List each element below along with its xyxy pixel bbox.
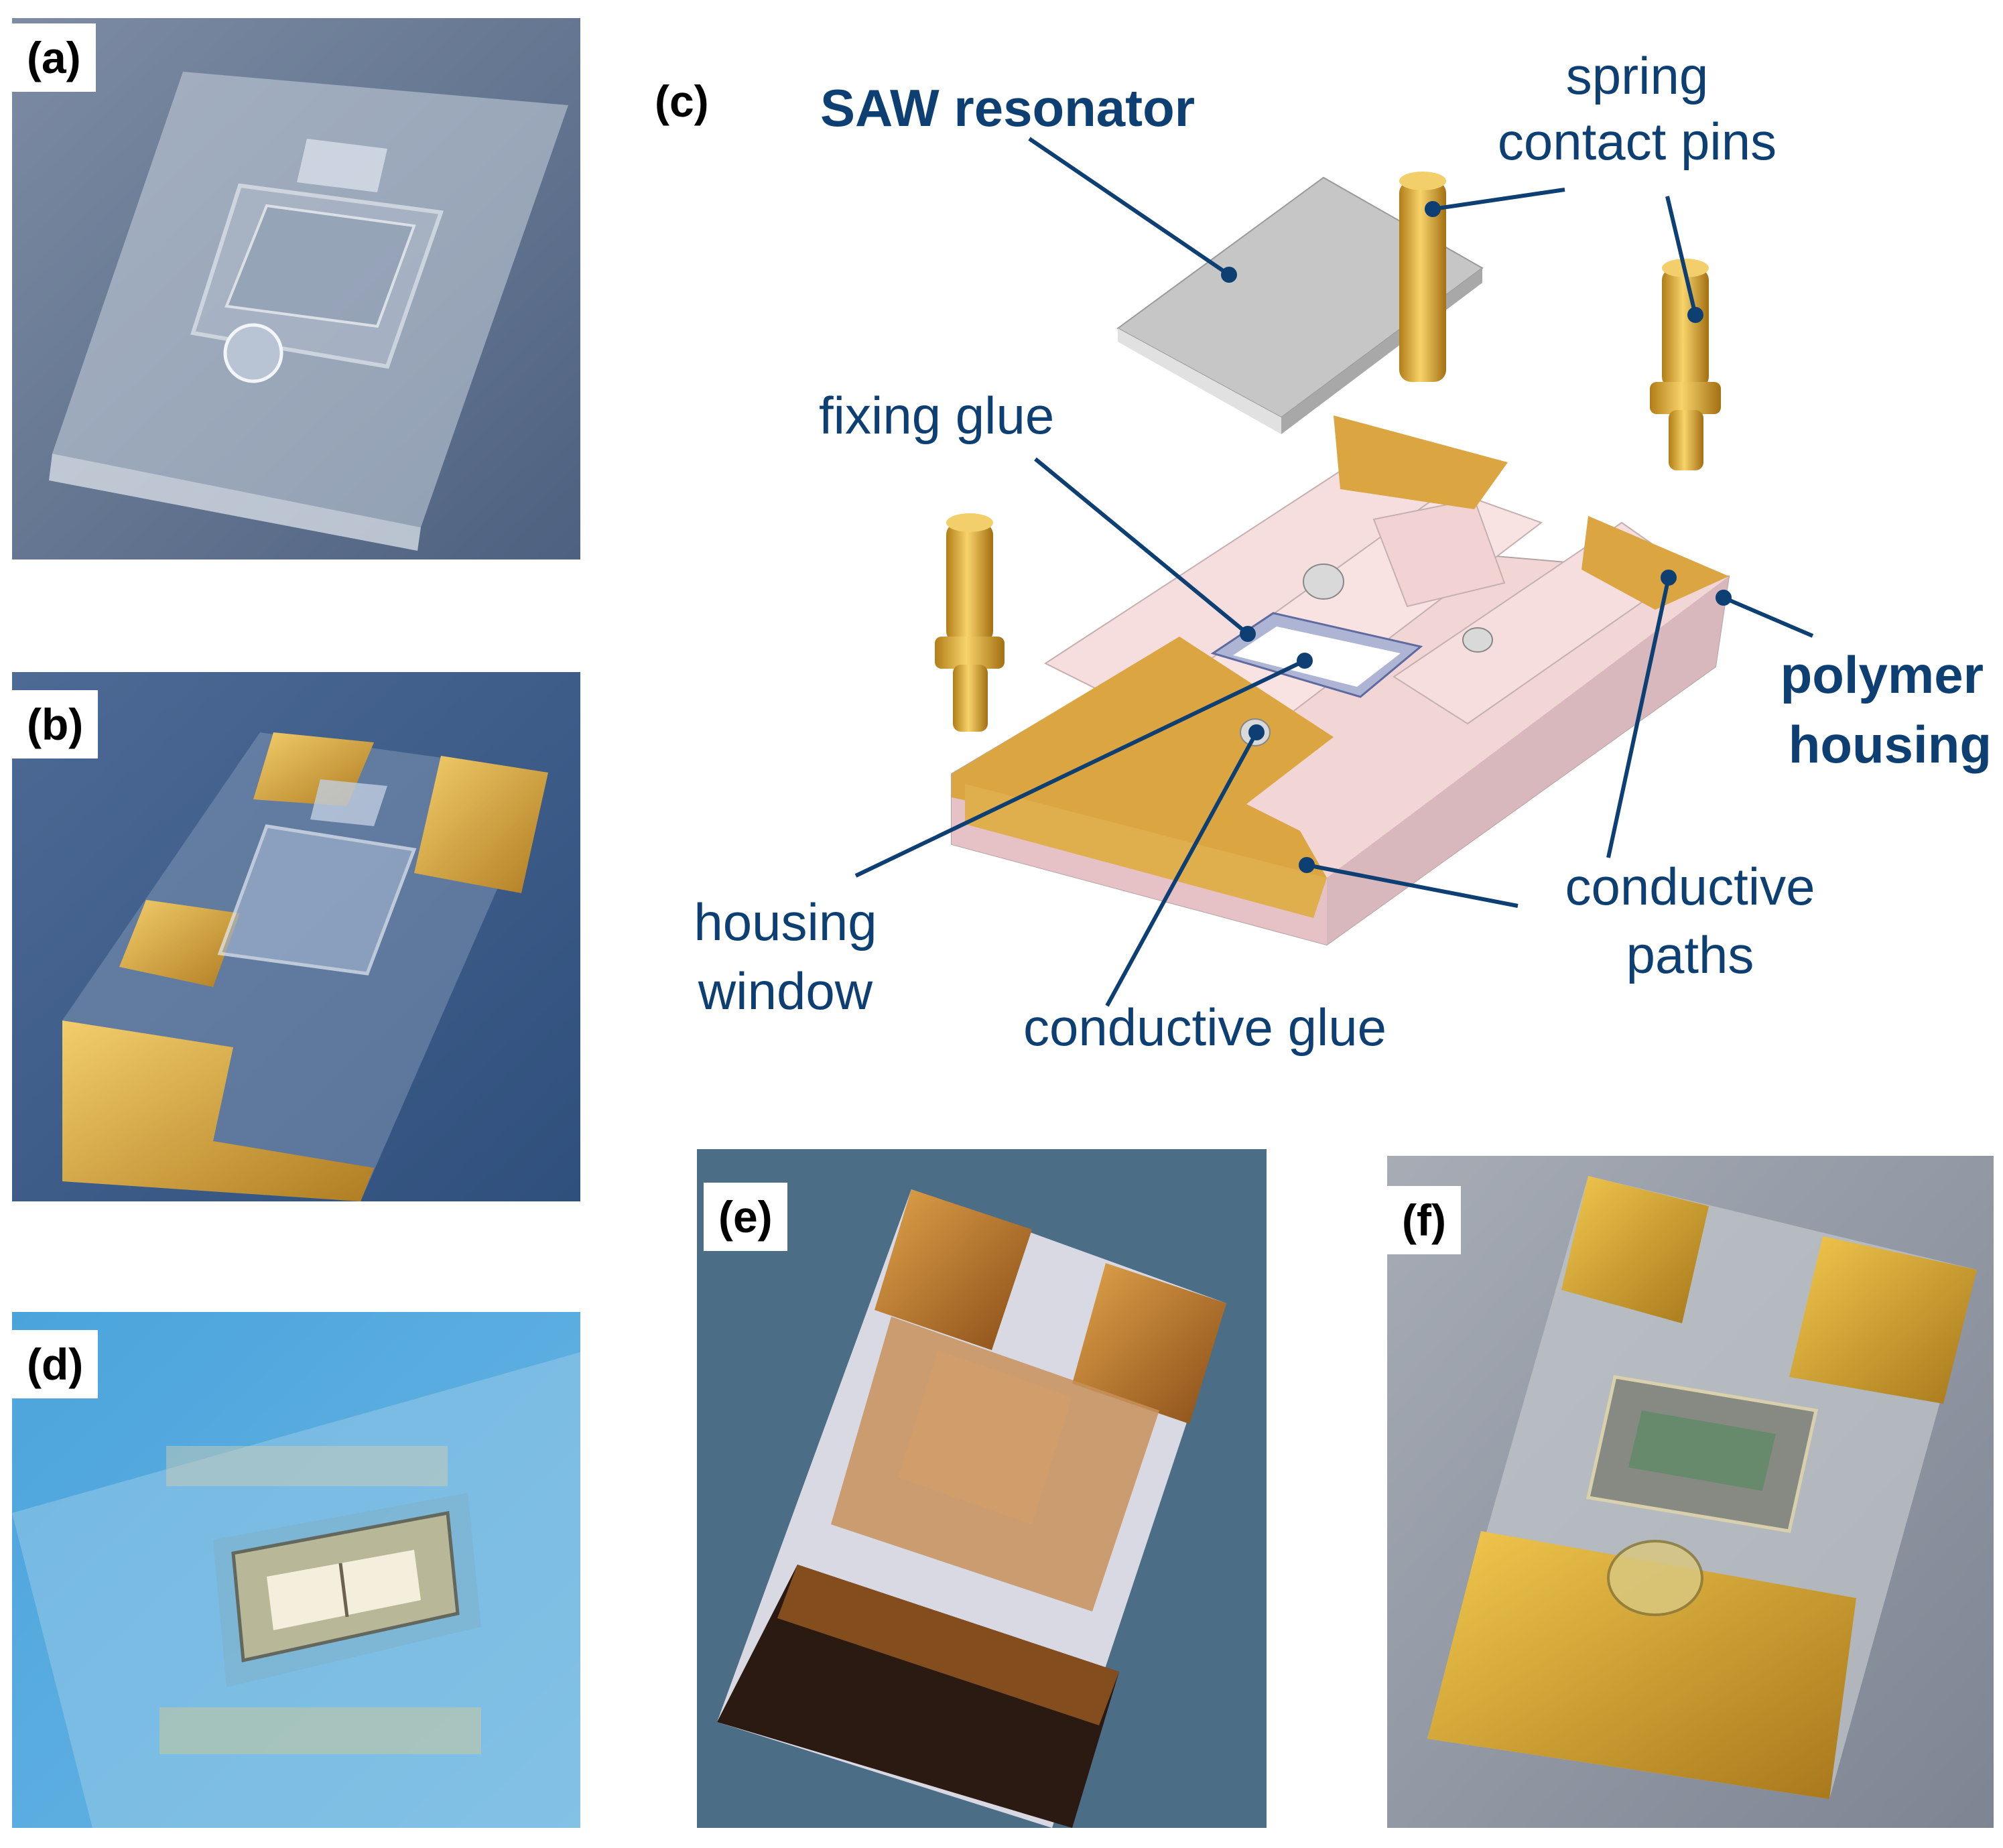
label-conductive-paths-line2: paths	[1626, 925, 1754, 984]
photo-panel-d	[12, 1312, 580, 1828]
conductive-paths	[952, 415, 1729, 918]
assembled-sensor-photo	[1387, 1156, 1994, 1828]
leader-dot-spring-pin-1	[1425, 201, 1441, 217]
leader-dot-housing-window	[1297, 653, 1313, 669]
label-housing-window-line1: housing	[694, 893, 877, 951]
clear-housing-photo	[12, 18, 580, 559]
panel-label-f: (f)	[1387, 1186, 1461, 1254]
label-housing-window-line2: window	[698, 962, 873, 1020]
label-spring-contact-pins-line2: contact pins	[1498, 112, 1776, 171]
photo-panel-f	[1387, 1156, 1994, 1828]
label-conductive-paths-line1: conductive	[1565, 857, 1815, 916]
label-conductive-glue: conductive glue	[1023, 998, 1386, 1057]
label-spring-contact-pins-line1: spring	[1566, 46, 1708, 105]
leader-spring-pin-1	[1432, 188, 1565, 211]
panel-label-c: (c)	[640, 67, 724, 135]
leader-polymer-housing	[1722, 596, 1814, 638]
housing-window	[1210, 612, 1423, 698]
label-polymer-housing-line2: housing	[1789, 715, 1992, 774]
polymer-housing	[951, 461, 1730, 946]
panel-label-d: (d)	[12, 1330, 99, 1398]
leader-dot-conductive-paths-front	[1299, 857, 1315, 873]
photo-panel-b	[12, 672, 580, 1201]
photo-panel-a	[12, 18, 580, 559]
label-polymer-housing-line1: polymer	[1781, 645, 1984, 704]
leader-conductive-paths-back	[1606, 577, 1671, 858]
leader-dot-fixing-glue	[1240, 626, 1256, 642]
photo-panel-e	[697, 1149, 1267, 1828]
panel-label-a: (a)	[12, 23, 96, 92]
housing-with-resonator-photo	[12, 1312, 580, 1828]
spring-contact-pin-3	[935, 513, 1005, 732]
leader-fixing-glue	[1034, 457, 1249, 636]
assembled-sensor-top-photo	[697, 1149, 1267, 1828]
leader-dot-conductive-paths-back	[1661, 570, 1677, 586]
gold-housing-photo	[12, 672, 580, 1201]
leader-dot-polymer-housing	[1716, 590, 1732, 606]
label-fixing-glue: fixing glue	[819, 386, 1054, 445]
panel-label-e: (e)	[704, 1183, 787, 1251]
leader-saw-resonator	[1028, 137, 1230, 277]
label-saw-resonator: SAW resonator	[820, 78, 1195, 137]
leader-conductive-paths-front	[1306, 863, 1519, 908]
leader-spring-pin-2	[1665, 196, 1697, 316]
leader-dot-conductive-glue	[1248, 724, 1265, 740]
leader-conductive-glue	[1105, 731, 1258, 1007]
spring-contact-pin-1	[1399, 172, 1446, 382]
saw-resonator-chip	[1116, 176, 1484, 434]
conductive-glue-dots	[1240, 564, 1493, 746]
leader-lines	[854, 137, 1814, 1007]
spring-contact-pin-2	[1650, 259, 1721, 470]
leader-dot-saw-resonator	[1221, 267, 1237, 283]
leader-housing-window	[854, 659, 1306, 878]
panel-label-b: (b)	[12, 690, 99, 758]
leader-dot-spring-pin-2	[1687, 307, 1703, 323]
